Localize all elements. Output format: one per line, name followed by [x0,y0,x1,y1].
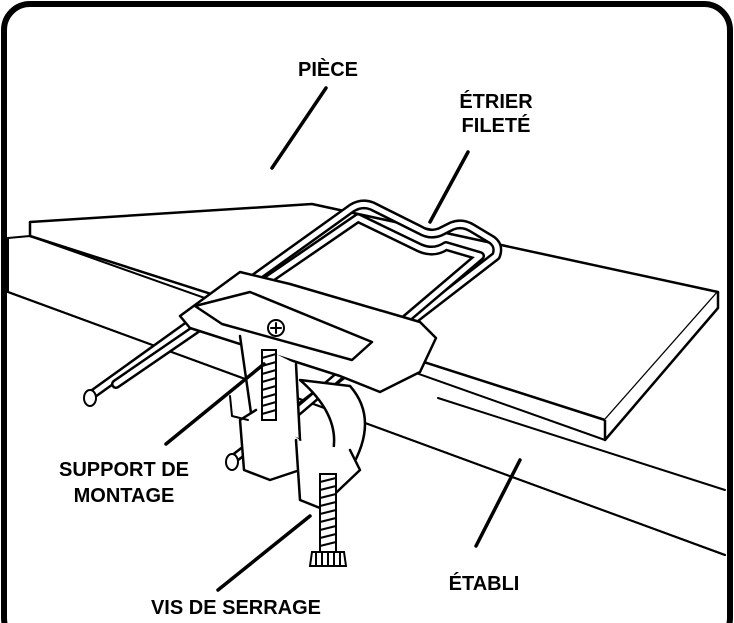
inner-threaded-rod [261,349,277,421]
label-etabli: ÉTABLI [449,572,520,595]
leader-vis [216,514,312,592]
clamping-screw [308,473,348,567]
leader-etrier [428,150,470,224]
leader-piece [270,86,328,170]
leader-etabli [474,458,522,548]
leader-support [164,362,266,446]
label-support-line2: MONTAGE [74,485,175,507]
label-etrier-line1: ÉTRIER [459,90,533,113]
threaded-u-bolt [83,199,503,471]
label-support-line1: SUPPORT DE [59,459,189,481]
workbench [7,235,726,556]
label-etrier-line2: FILETÉ [462,114,531,137]
mounting-bracket [178,270,438,510]
label-vis: VIS DE SERRAGE [151,597,321,619]
label-piece: PIÈCE [298,58,358,81]
